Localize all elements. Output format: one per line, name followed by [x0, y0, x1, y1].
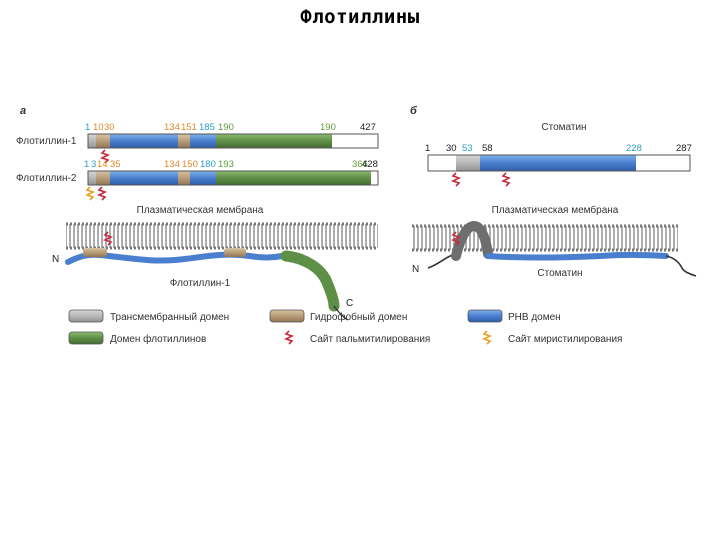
flotillin1-membrane-label: Флотиллин-1 [170, 278, 231, 289]
legend-transmembrane-label: Трансмембранный домен [110, 311, 229, 323]
stom-num-287: 287 [676, 143, 692, 154]
legend-phb-label: PHB домен [508, 312, 561, 323]
legend-flotillin-label: Домен флотиллинов [110, 333, 206, 345]
stom-num-53: 53 [462, 143, 473, 154]
legend-hydrophobic-swatch [269, 309, 305, 323]
f1-num-10: 10 [93, 122, 104, 133]
flotillin1-domain-bar [87, 133, 379, 149]
membrane-title-a: Плазматическая мембрана [137, 204, 264, 216]
f1-num-30: 30 [104, 122, 115, 133]
f1-num-1: 1 [85, 122, 90, 133]
f2-num-150: 150 [182, 159, 198, 170]
myristoylation-site-icon [84, 186, 96, 201]
legend-palmitoylation-label: Сайт пальмитилирования [310, 334, 430, 345]
stomatin-domain-bar [427, 154, 691, 172]
flotillin1-membrane-protein [65, 231, 349, 321]
palmitoylation-site-icon [500, 172, 512, 187]
f2-num-134: 134 [164, 159, 180, 170]
panel-b-letter: б [410, 105, 418, 117]
legend-transmembrane-swatch [68, 309, 104, 323]
legend-flotillin-swatch [68, 331, 104, 345]
f2-num-193: 193 [218, 159, 234, 170]
stom-num-1: 1 [425, 143, 430, 154]
n-terminus-label-a: N [52, 254, 59, 265]
palmitoylation-site-icon [96, 186, 108, 201]
stom-num-30: 30 [446, 143, 457, 154]
stomatin-name: Стоматин [541, 122, 586, 133]
flotillin2-name: Флотиллин-2 [16, 173, 77, 184]
f1-num-190a: 190 [218, 122, 234, 133]
f2-num-180: 180 [200, 159, 216, 170]
f1-num-151: 151 [181, 122, 197, 133]
f1-num-134: 134 [164, 122, 180, 133]
flotillin1-name: Флотиллин-1 [16, 136, 77, 147]
f2-num-1: 1 [84, 159, 89, 170]
c-terminus-label-a: C [346, 298, 353, 309]
f2-num-14: 14 [97, 159, 108, 170]
f2-num-366: 366 [352, 159, 368, 170]
legend-myristoylation-label: Сайт миристилирования [508, 334, 622, 345]
membrane-title-b: Плазматическая мембрана [492, 204, 619, 216]
f1-num-185: 185 [199, 122, 215, 133]
stomatin-membrane-label: Стоматин [537, 268, 582, 279]
legend: Трансмембранный домен Гидрофобный домен … [68, 309, 622, 345]
f2-num-35: 35 [110, 159, 121, 170]
plasma-membrane-b [412, 224, 678, 252]
panel-a-letter: а [20, 105, 26, 117]
stom-num-58: 58 [482, 143, 493, 154]
f2-num-3: 3 [91, 159, 96, 170]
legend-palmitoylation-icon [283, 330, 295, 345]
f1-num-427: 427 [360, 122, 376, 133]
legend-hydrophobic-label: Гидрофобный домен [310, 311, 407, 323]
f2-num-428: 428 [362, 159, 378, 170]
f1-num-190b: 190 [320, 122, 336, 133]
slide-title: Флотиллины [300, 6, 420, 28]
stom-num-228: 228 [626, 143, 642, 154]
stomatin-membrane-protein [427, 220, 697, 277]
palmitoylation-site-icon [99, 149, 111, 164]
palmitoylation-site-icon [450, 172, 462, 187]
plasma-membrane-a [66, 222, 378, 250]
legend-myristoylation-icon [481, 330, 493, 345]
n-terminus-label-b: N [412, 264, 419, 275]
legend-phb-swatch [467, 309, 503, 323]
flotillin2-domain-bar [87, 170, 379, 186]
